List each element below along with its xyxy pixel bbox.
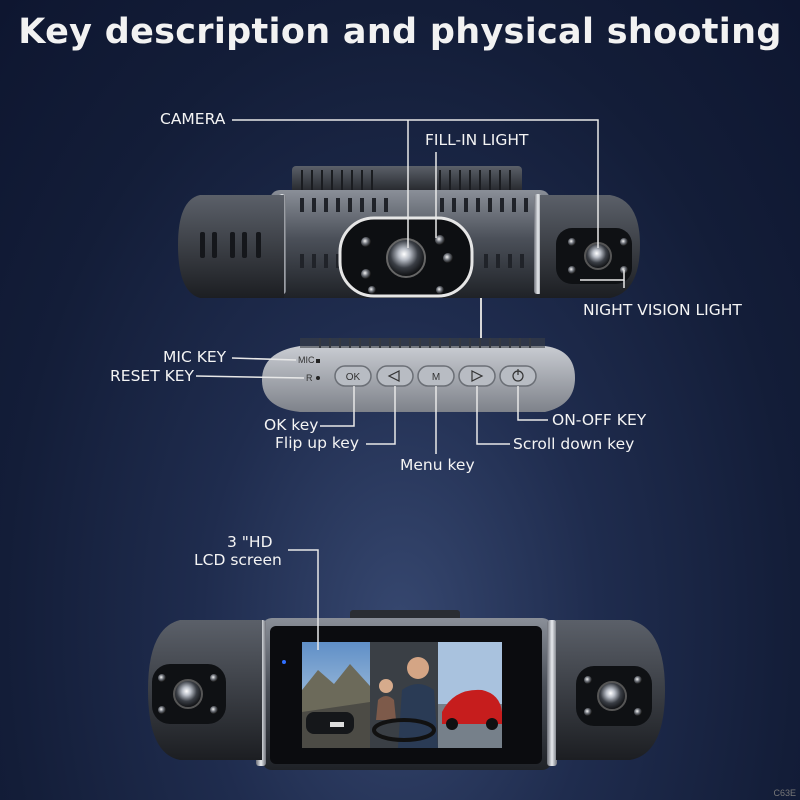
label-lcd-screen: LCD screen (194, 551, 282, 569)
label-screen-size: 3 "HD (227, 533, 273, 551)
label-scroll-down-key: Scroll down key (513, 435, 635, 453)
label-mic-key: MIC KEY (163, 348, 227, 366)
menu-button-label: M (432, 372, 440, 383)
ok-button-label: OK (346, 372, 361, 383)
menu-button: M (417, 365, 455, 387)
dashcam-front-view (178, 166, 640, 298)
label-reset-key: RESET KEY (110, 367, 195, 385)
label-camera: CAMERA (160, 110, 226, 128)
reset-marking: R (306, 373, 313, 383)
label-on-off-key: ON-OFF KEY (552, 411, 647, 429)
left-arrow-icon (387, 370, 400, 382)
dashcam-rear-view (148, 610, 665, 770)
mic-marking: MIC (298, 355, 315, 365)
ok-button: OK (334, 365, 372, 387)
flip-up-button (376, 365, 414, 387)
label-menu-key: Menu key (400, 456, 475, 474)
scroll-down-button (458, 365, 496, 387)
page-title: Key description and physical shooting (18, 12, 782, 52)
lcd-screen (302, 642, 502, 748)
label-ok-key: OK key (264, 416, 319, 434)
watermark: C63E (773, 788, 796, 798)
right-arrow-icon (471, 370, 484, 382)
label-fill-in-light: FILL-IN LIGHT (425, 131, 529, 149)
leader-lines (195, 119, 625, 650)
power-button (499, 365, 537, 387)
dashcam-button-panel: MIC R OK M (262, 338, 575, 412)
label-flip-up-key: Flip up key (275, 434, 360, 452)
label-night-vision-light: NIGHT VISION LIGHT (583, 301, 742, 319)
